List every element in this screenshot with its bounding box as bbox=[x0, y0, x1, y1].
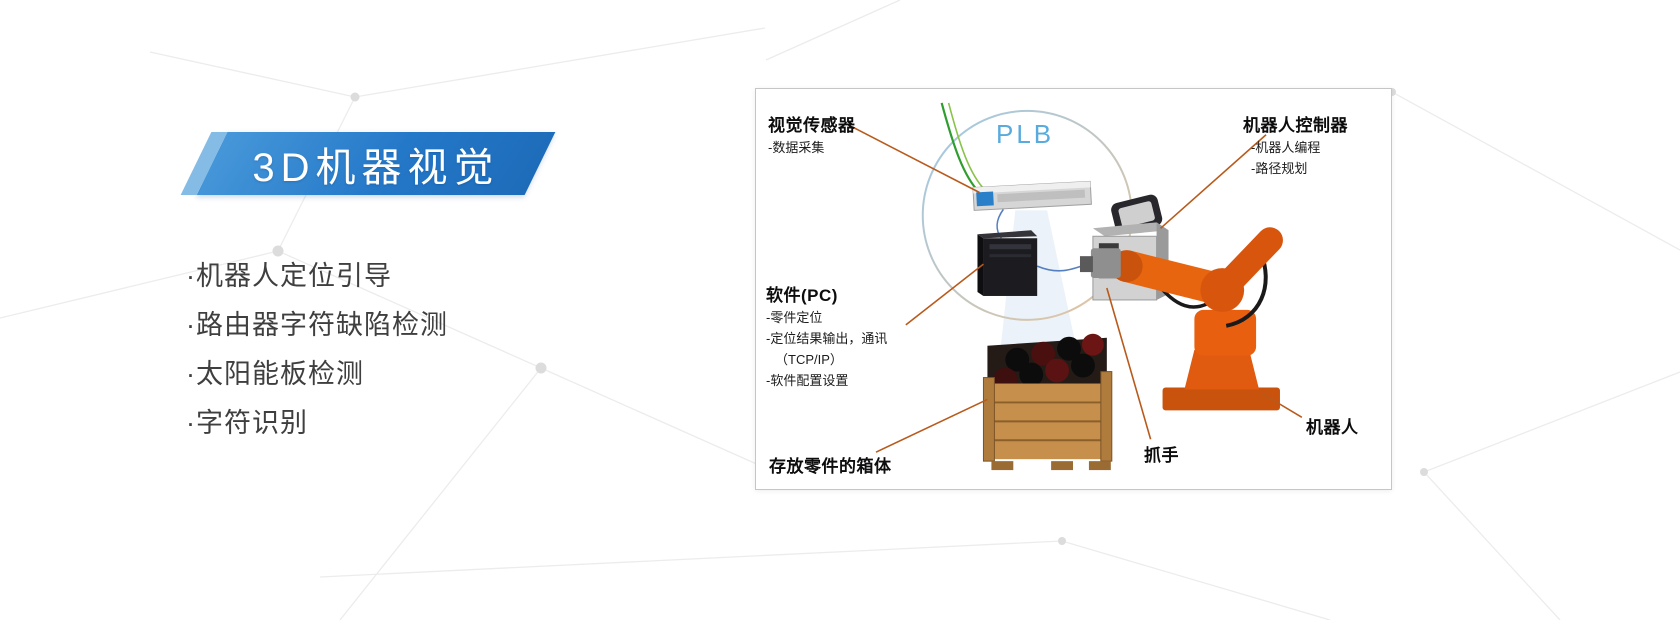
software-sub-tcpip: （TCP/IP） bbox=[775, 352, 843, 367]
gripper-title: 抓手 bbox=[1144, 446, 1179, 465]
robot-title: 机器人 bbox=[1306, 418, 1359, 437]
feature-item-router-defect: ·路由器字符缺陷检测 bbox=[186, 310, 448, 340]
vision-sensor-label: 视觉传感器 -数据采集 bbox=[768, 111, 856, 157]
controller-title: 机器人控制器 bbox=[1243, 116, 1348, 135]
controller-label: 机器人控制器 -机器人编程 -路径规划 bbox=[1243, 111, 1348, 178]
controller-sub-programming: -机器人编程 bbox=[1251, 140, 1321, 155]
software-sub-result-output: -定位结果输出，通讯 bbox=[766, 331, 888, 346]
software-title: 软件(PC) bbox=[766, 286, 838, 305]
software-sub-config: -软件配置设置 bbox=[766, 373, 849, 388]
system-diagram-panel: PLB 视觉传感器 -数据采集 机器人控制器 -机器人编程 -路径规划 软件(P… bbox=[755, 88, 1392, 490]
parts-bin-title: 存放零件的箱体 bbox=[769, 457, 892, 476]
parts-bin-illustration bbox=[982, 333, 1113, 471]
pc-illustration bbox=[977, 230, 1038, 296]
vision-sensor-title: 视觉传感器 bbox=[768, 116, 856, 135]
feature-list: ·机器人定位引导 ·路由器字符缺陷检测 ·太阳能板检测 ·字符识别 bbox=[186, 252, 448, 448]
robot-label: 机器人 bbox=[1306, 413, 1359, 438]
feature-item-solar-panel: ·太阳能板检测 bbox=[186, 359, 364, 389]
software-sub-part-location: -零件定位 bbox=[766, 310, 823, 325]
banner-ribbon: 3D机器视觉 bbox=[196, 132, 556, 195]
system-diagram-illustration bbox=[851, 102, 1303, 471]
callout-lines bbox=[851, 126, 1303, 453]
gripper-label: 抓手 bbox=[1144, 441, 1179, 466]
feature-item-ocr: ·字符识别 bbox=[186, 408, 308, 438]
parts-bin-label: 存放零件的箱体 bbox=[769, 452, 892, 477]
page-title: 3D机器视觉 bbox=[252, 145, 500, 190]
robot-arm-illustration bbox=[1079, 227, 1283, 411]
vision-sensor-sub: -数据采集 bbox=[768, 140, 825, 155]
plb-label: PLB bbox=[996, 119, 1055, 149]
vision-sensor-illustration bbox=[972, 180, 1092, 211]
feature-item-robot-guidance: ·机器人定位引导 bbox=[186, 261, 392, 291]
software-label: 软件(PC) -零件定位 -定位结果输出，通讯 （TCP/IP） -软件配置设置 bbox=[766, 281, 887, 390]
controller-sub-path-planning: -路径规划 bbox=[1251, 161, 1308, 176]
